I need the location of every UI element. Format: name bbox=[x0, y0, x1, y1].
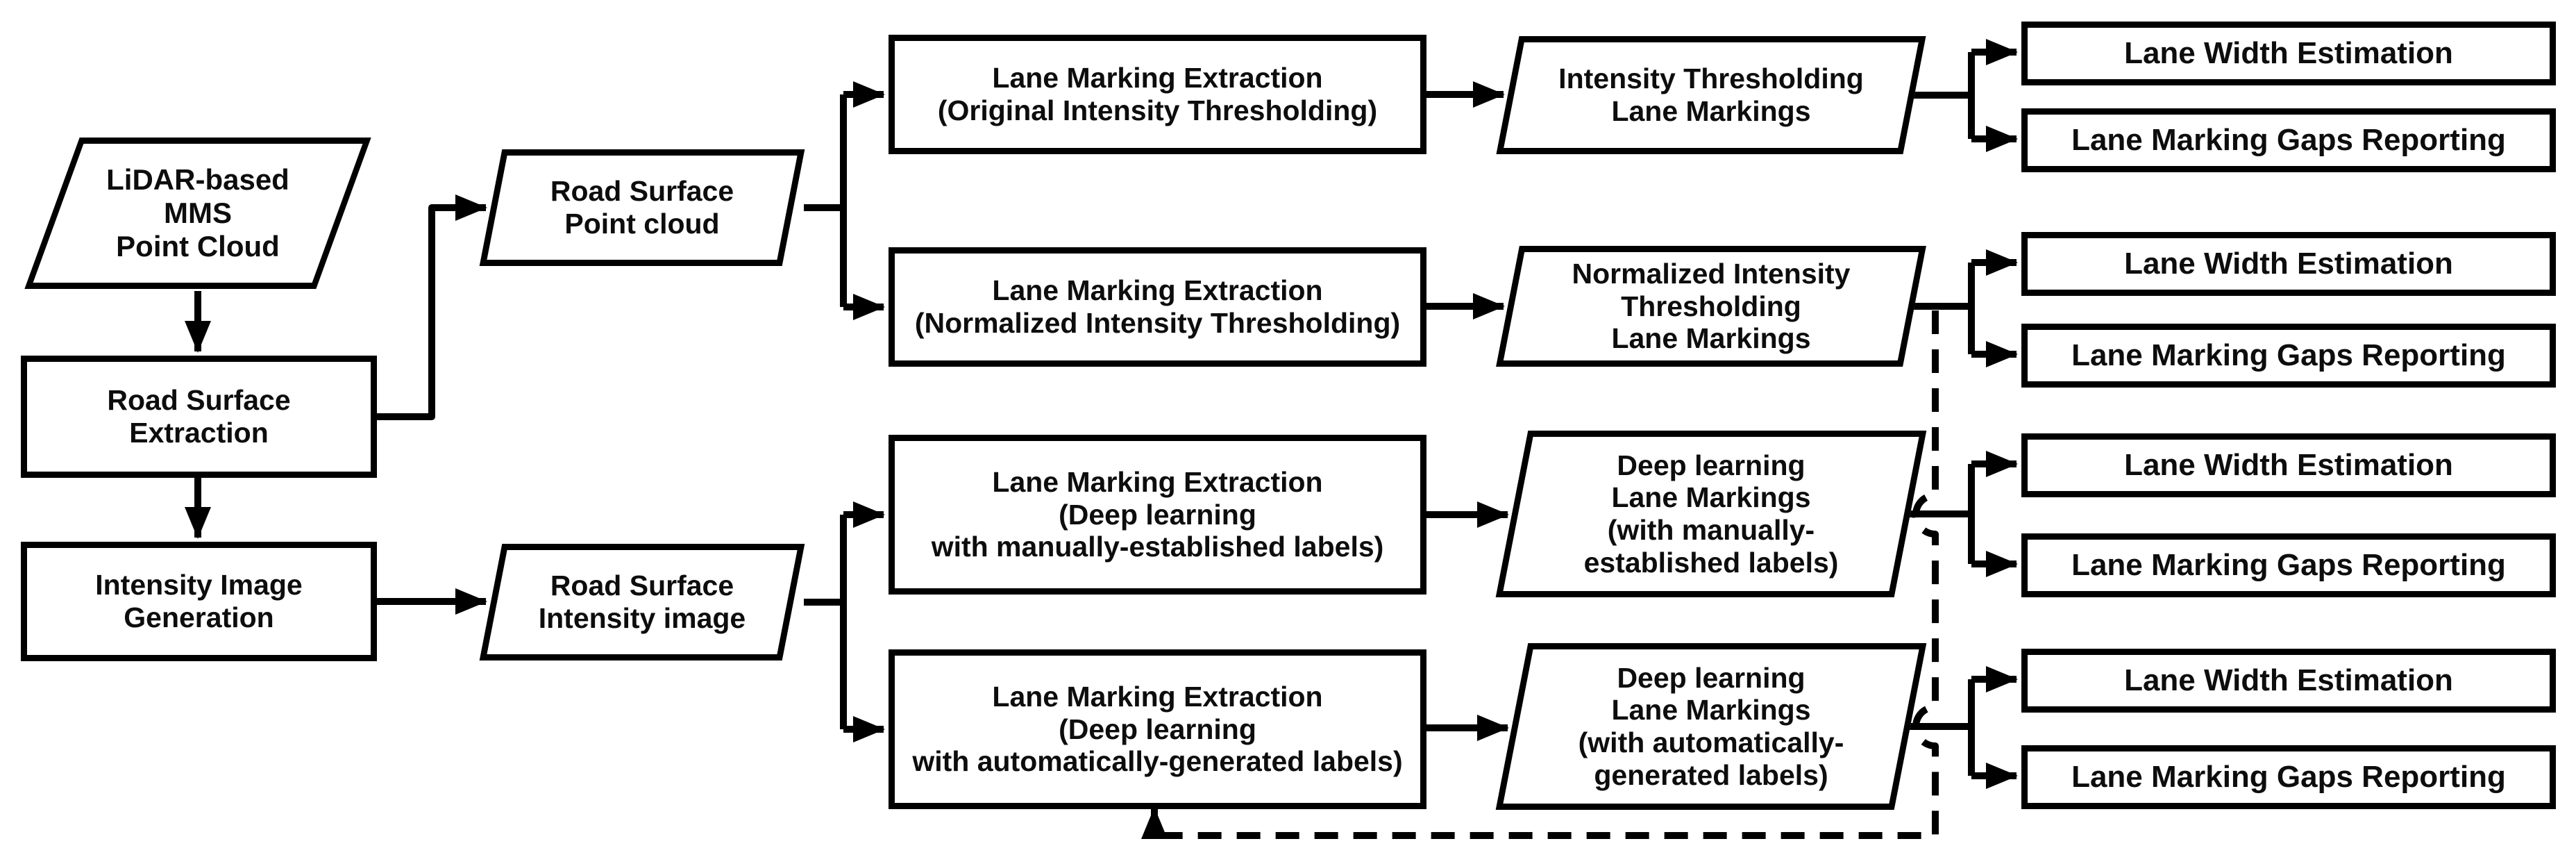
node-label: Lane Marking Extraction (Deep learning w… bbox=[912, 680, 1403, 778]
node-label: Lane Marking Extraction (Original Intens… bbox=[937, 62, 1378, 126]
node-g2-lane-marking-gaps-reporting: Lane Marking Gaps Reporting bbox=[2021, 324, 2556, 388]
node-label: Lane Width Estimation bbox=[2124, 447, 2453, 482]
node-lme-normalized-thresholding: Lane Marking Extraction (Normalized Inte… bbox=[889, 247, 1426, 367]
node-label: Lane Width Estimation bbox=[2124, 663, 2453, 697]
node-lme-deep-learning-auto: Lane Marking Extraction (Deep learning w… bbox=[889, 649, 1426, 809]
node-g4-lane-width-estimation: Lane Width Estimation bbox=[2021, 649, 2556, 713]
node-label: Lane Marking Gaps Reporting bbox=[2071, 122, 2506, 157]
arrow-extraction-to-point-cloud bbox=[377, 194, 487, 420]
node-g1-lane-width-estimation: Lane Width Estimation bbox=[2021, 22, 2556, 85]
node-label: Lane Width Estimation bbox=[2124, 35, 2453, 70]
node-g4-lane-marking-gaps-reporting: Lane Marking Gaps Reporting bbox=[2021, 745, 2556, 809]
node-label: Normalized Intensity Thresholding Lane M… bbox=[1572, 257, 1851, 355]
node-label: Intensity Thresholding Lane Markings bbox=[1558, 63, 1864, 127]
node-lme-deep-learning-manual: Lane Marking Extraction (Deep learning w… bbox=[889, 435, 1426, 595]
node-label: Lane Width Estimation bbox=[2124, 246, 2453, 281]
solid-connectors bbox=[185, 39, 2018, 789]
node-road-surface-intensity-image: Road Surface Intensity image bbox=[479, 544, 805, 661]
node-intensity-image-generation: Intensity Image Generation bbox=[21, 542, 377, 661]
node-lme-original-thresholding: Lane Marking Extraction (Original Intens… bbox=[889, 35, 1426, 154]
node-out-intensity-thresholding: Intensity Thresholding Lane Markings bbox=[1496, 36, 1926, 154]
node-g1-lane-marking-gaps-reporting: Lane Marking Gaps Reporting bbox=[2021, 108, 2556, 172]
node-label: Road Surface Intensity image bbox=[538, 570, 746, 634]
node-label: Intensity Image Generation bbox=[95, 569, 303, 633]
node-label: Deep learning Lane Markings (with automa… bbox=[1578, 661, 1844, 791]
node-label: Deep learning Lane Markings (with manual… bbox=[1583, 449, 1839, 579]
node-label: Road Surface Point cloud bbox=[550, 175, 734, 240]
node-out-deep-learning-auto: Deep learning Lane Markings (with automa… bbox=[1495, 643, 1927, 810]
node-lidar-mms-point-cloud: LiDAR-based MMS Point Cloud bbox=[24, 138, 371, 289]
node-out-normalized-thresholding: Normalized Intensity Thresholding Lane M… bbox=[1496, 246, 1926, 367]
branch-out-deep-manual bbox=[1901, 464, 1975, 564]
node-out-deep-learning-manual: Deep learning Lane Markings (with manual… bbox=[1495, 431, 1927, 597]
node-g2-lane-width-estimation: Lane Width Estimation bbox=[2021, 232, 2556, 296]
node-label: Lane Marking Gaps Reporting bbox=[2071, 338, 2506, 372]
node-g3-lane-marking-gaps-reporting: Lane Marking Gaps Reporting bbox=[2021, 533, 2556, 597]
feedback-dashed-path bbox=[1156, 310, 1939, 839]
node-label: Lane Marking Extraction (Deep learning w… bbox=[931, 465, 1384, 563]
node-label: Lane Marking Gaps Reporting bbox=[2071, 547, 2506, 582]
node-label: Lane Marking Gaps Reporting bbox=[2071, 759, 2506, 794]
node-road-surface-point-cloud: Road Surface Point cloud bbox=[479, 149, 805, 266]
node-label: Road Surface Extraction bbox=[107, 384, 291, 449]
branch-intensity-image bbox=[804, 515, 847, 729]
node-g3-lane-width-estimation: Lane Width Estimation bbox=[2021, 433, 2556, 497]
node-label: Lane Marking Extraction (Normalized Inte… bbox=[914, 274, 1401, 339]
node-road-surface-extraction: Road Surface Extraction bbox=[21, 356, 377, 478]
node-label: LiDAR-based MMS Point Cloud bbox=[106, 163, 289, 263]
dashed-feedback-connector bbox=[1141, 310, 1939, 839]
branch-point-cloud bbox=[804, 94, 847, 307]
